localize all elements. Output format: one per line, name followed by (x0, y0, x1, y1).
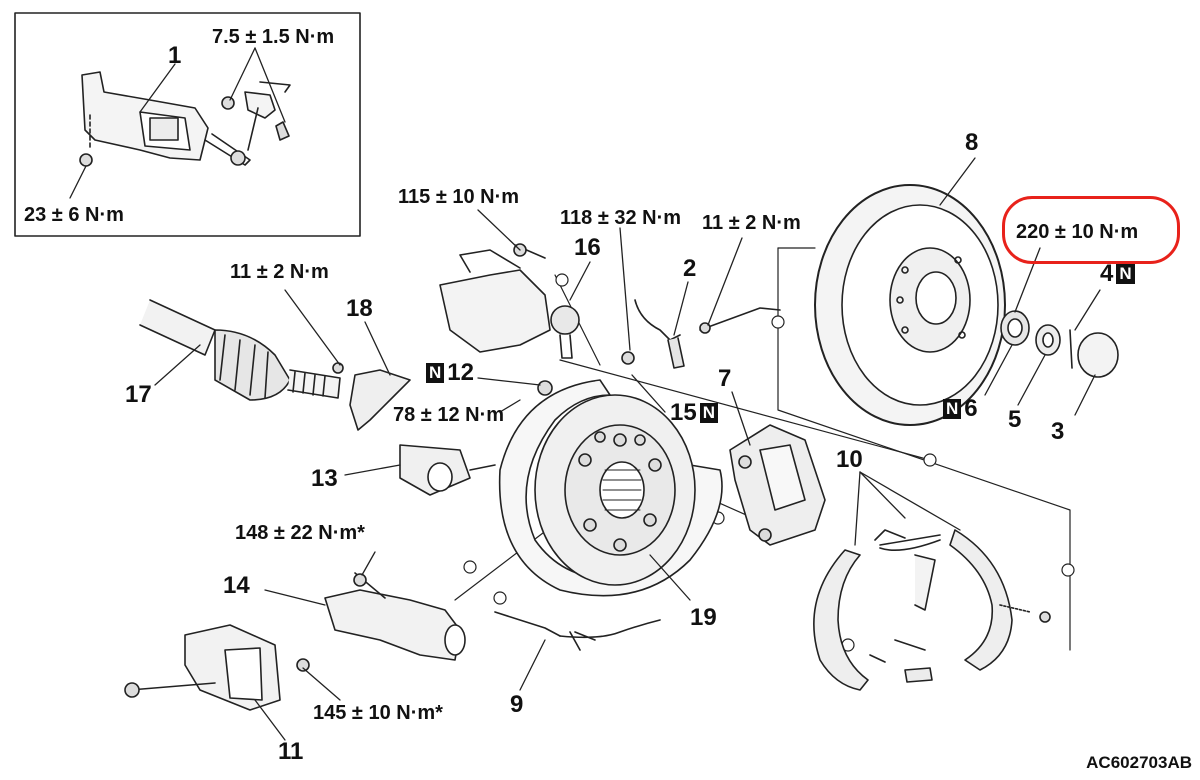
callout-3: 3 (1051, 418, 1065, 445)
brake-rotor (814, 184, 1006, 426)
callout-11: 11 (278, 738, 304, 765)
torque-label-trailing-arm-bolt: 148 ± 22 N·m* (235, 522, 365, 544)
drive-shaft (139, 299, 341, 401)
torque-highlight-ring (1002, 196, 1180, 264)
torque-label-crossmember-nut: 145 ± 10 N·m* (313, 702, 443, 724)
bolts (537, 322, 711, 396)
callout-17: 17 (125, 381, 152, 408)
callout-1: 1 (168, 42, 182, 69)
callout-2: 2 (683, 255, 697, 282)
figure-reference-code: AC602703AB (1086, 753, 1192, 772)
leader-lines (154, 157, 1101, 741)
crossmember (124, 624, 310, 711)
callout-8: 8 (965, 129, 979, 156)
callout-15-number: 15 (670, 399, 697, 426)
callout-7: 7 (718, 365, 732, 392)
backing-plate (498, 379, 723, 597)
callout-4-number: 4 (1100, 260, 1114, 287)
parking-brake-shoes (813, 529, 1051, 691)
torque-label-bracket-bolt: 11 ± 2 N·m (230, 261, 329, 283)
hub-hardware (1000, 310, 1119, 378)
upper-arm (439, 243, 580, 359)
callout-19: 19 (690, 604, 717, 631)
inset-bracket-drawing (79, 71, 291, 167)
trailing-arm (324, 572, 466, 661)
callout-14: 14 (223, 572, 250, 599)
new-part-badge-15: N (699, 403, 718, 423)
parking-cable (494, 611, 661, 651)
new-part-badge-4: N (1116, 264, 1135, 284)
torque-label-lower-arm-nut: 78 ± 12 N·m (393, 404, 505, 426)
torque-label-inset-top: 7.5 ± 1.5 N·m (212, 26, 335, 48)
torque-label-inset-bottom: 23 ± 6 N·m (24, 204, 124, 226)
bracket (332, 362, 411, 431)
callout-13: 13 (311, 465, 338, 492)
caliper (729, 424, 826, 546)
new-part-badge-12: N (426, 363, 445, 383)
torque-label-hub-nut: 220 ± 10 N·m (1016, 221, 1139, 243)
inset-frame (14, 12, 361, 237)
torque-label-sensor-bolt: 11 ± 2 N·m (702, 212, 801, 234)
new-part-badge-6: N (943, 399, 962, 419)
torque-label-ball-joint-nut: 118 ± 32 N·m (560, 207, 682, 229)
callout-5: 5 (1008, 406, 1022, 433)
callout-18: 18 (346, 295, 373, 322)
speed-sensor (634, 299, 781, 369)
callout-16: 16 (574, 234, 601, 261)
callout-9: 9 (510, 691, 524, 718)
callout-12-number: 12 (447, 359, 474, 386)
lower-arm (399, 444, 496, 496)
torque-label-upper-arm-bolt: 115 ± 10 N·m (398, 186, 520, 208)
callout-6-number: 6 (964, 395, 978, 422)
inset-leaders (69, 47, 286, 199)
callout-10: 10 (836, 446, 863, 473)
